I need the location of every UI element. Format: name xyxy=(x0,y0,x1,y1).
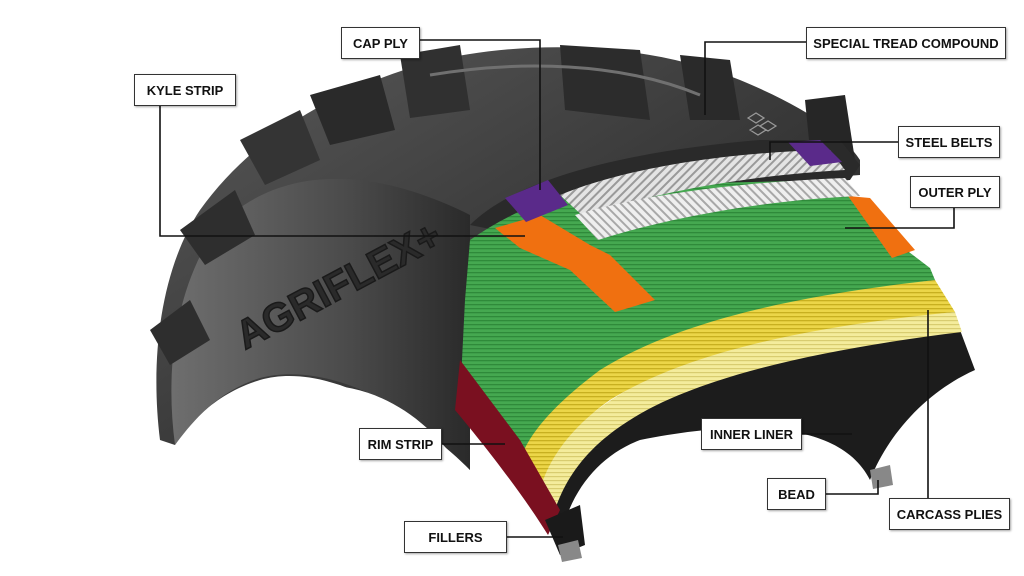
steel-belt-lower xyxy=(575,178,860,240)
leader-outer-ply xyxy=(845,208,955,229)
tread-highlight xyxy=(429,64,701,97)
label-carcass-plies: CARCASS PLIES xyxy=(889,498,1010,530)
label-kyle-strip: KYLE STRIP xyxy=(134,74,236,106)
tread-lug xyxy=(310,75,395,145)
carcass-ply-pale xyxy=(530,312,962,510)
tread-lug xyxy=(180,190,255,265)
leader-lines xyxy=(159,39,955,538)
bead-end-left xyxy=(558,540,582,562)
tread-lug xyxy=(560,45,650,120)
steel-belt-upper xyxy=(560,150,845,218)
cross-section xyxy=(455,140,975,562)
tread-lug xyxy=(240,110,320,185)
label-special-tread-compound: SPECIAL TREAD COMPOUND xyxy=(806,27,1006,59)
cap-ply-purple-right xyxy=(788,140,842,166)
label-bead: BEAD xyxy=(767,478,826,510)
outer-ply-orange xyxy=(495,215,655,312)
tire-sidewall xyxy=(171,178,471,471)
leader-kyle-strip xyxy=(159,106,525,237)
carcass-ply-yellow xyxy=(515,280,955,490)
rim-strip-layer xyxy=(455,360,560,535)
label-cap-ply: CAP PLY xyxy=(341,27,420,59)
tread-lug xyxy=(400,45,470,118)
bead-end-right xyxy=(870,465,893,489)
leader-bead xyxy=(826,480,879,495)
leader-special-tread xyxy=(704,41,806,115)
inner-liner-layer xyxy=(545,330,975,540)
label-inner-liner: INNER LINER xyxy=(701,418,802,450)
tread-mark xyxy=(746,112,778,136)
label-steel-belts: STEEL BELTS xyxy=(898,126,1000,158)
label-fillers: FILLERS xyxy=(404,521,507,553)
leader-cap-ply xyxy=(420,39,541,190)
tread-lug xyxy=(680,55,740,120)
label-rim-strip: RIM STRIP xyxy=(359,428,442,460)
outer-ply-orange-right xyxy=(848,196,915,258)
tread-lug xyxy=(150,300,210,365)
cap-ply-purple-left xyxy=(505,180,568,222)
label-outer-ply: OUTER PLY xyxy=(910,176,1000,208)
leader-steel-belts xyxy=(769,141,898,160)
